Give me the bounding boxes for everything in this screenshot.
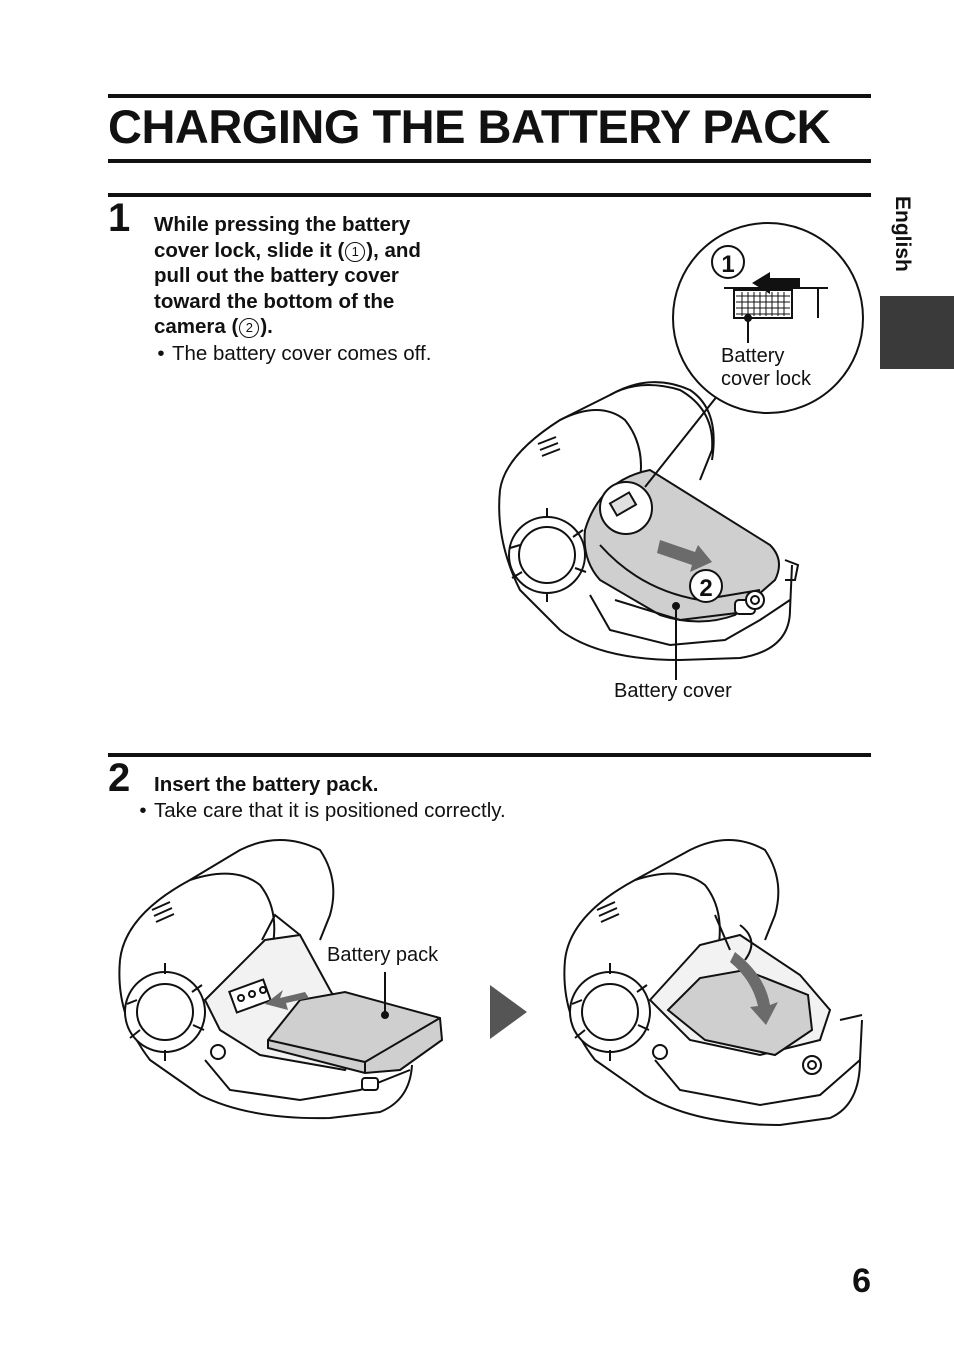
marker-1-icon: 1	[345, 241, 366, 262]
battery-cover-label: Battery cover	[614, 680, 732, 702]
callout-1-text: 1	[721, 251, 734, 278]
bullet-dot-icon: •	[139, 799, 147, 822]
step1-instruction: While pressing the battery cover lock, s…	[154, 213, 421, 338]
bullet-dot-icon: •	[157, 342, 165, 365]
step2-bullet: •Take care that it is positioned correct…	[132, 798, 505, 823]
step1-bullet: •The battery cover comes off.	[150, 341, 431, 366]
step2-rule	[108, 753, 871, 757]
battery-cover-lock-label: Battery cover lock	[721, 345, 812, 390]
marker-2-icon: 2	[239, 318, 260, 338]
step2-instruction: Insert the battery pack.	[154, 773, 379, 796]
title-top-rule	[108, 94, 871, 98]
step1-rule	[108, 193, 871, 197]
title-bottom-rule	[108, 159, 871, 163]
callout-2-text: 2	[699, 575, 712, 602]
page-number: 6	[852, 1262, 871, 1300]
step1-number: 1	[108, 196, 131, 240]
page-title: CHARGING THE BATTERY PACK	[108, 100, 831, 153]
step2-number: 2	[108, 756, 131, 800]
battery-pack-label: Battery pack	[327, 944, 439, 966]
language-tab-block	[880, 296, 954, 369]
